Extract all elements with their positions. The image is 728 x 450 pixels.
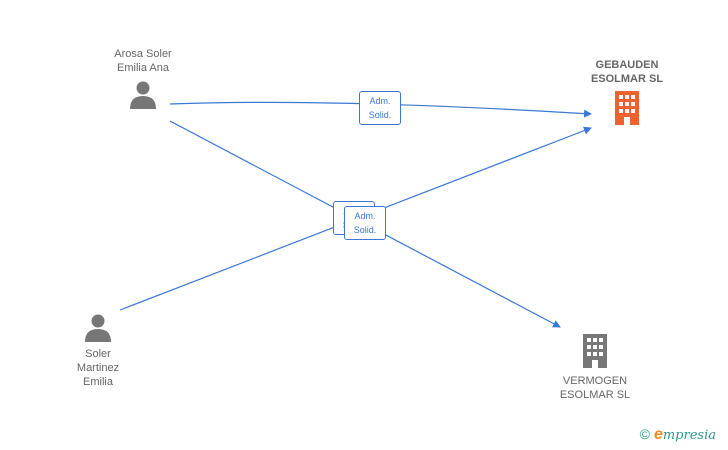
company-name-line-1: GEBAUDEN: [595, 59, 659, 71]
role-line-1: Adm.: [369, 96, 391, 106]
role-line-2: Solid.: [368, 110, 392, 120]
company-node-gebauden-esolmar[interactable]: GEBAUDEN ESOLMAR SL: [572, 58, 682, 125]
role-line-2: Solid.: [353, 225, 377, 235]
relation-badge-arosa-gebauden[interactable]: Adm. Solid.: [359, 91, 401, 125]
person-icon: [85, 314, 111, 342]
person-name-line-2: Emilia Ana: [117, 62, 169, 74]
brand-footer: ©empresia: [640, 426, 716, 444]
company-name-line-2: ESOLMAR SL: [590, 73, 664, 85]
brand-logo-e: e: [653, 426, 663, 443]
person-name-line-3: Emilia: [83, 376, 113, 388]
building-icon: [583, 334, 607, 368]
person-icon: [130, 81, 156, 109]
role-line-1: Adm.: [354, 211, 376, 221]
company-name-line-2: ESOLMAR SL: [559, 389, 631, 401]
person-node-soler-martinez[interactable]: Soler Martinez Emilia: [48, 312, 148, 389]
building-icon: [615, 91, 639, 125]
company-name-line-1: VERMOGEN: [562, 375, 628, 387]
person-name-line-2: Martinez: [76, 362, 120, 374]
person-name-line-1: Soler: [85, 348, 111, 360]
relation-badge-soler-gebauden[interactable]: Adm. Solid.: [344, 206, 386, 240]
person-node-arosa-soler[interactable]: Arosa Soler Emilia Ana: [88, 47, 198, 109]
brand-logo-text: mpresia: [662, 428, 716, 443]
person-name-line-1: Arosa Soler: [114, 48, 172, 60]
copyright-symbol: ©: [639, 426, 650, 442]
company-node-vermogen-esolmar[interactable]: VERMOGEN ESOLMAR SL: [540, 332, 650, 402]
edge-arosa-to-gebauden: [169, 101, 592, 118]
